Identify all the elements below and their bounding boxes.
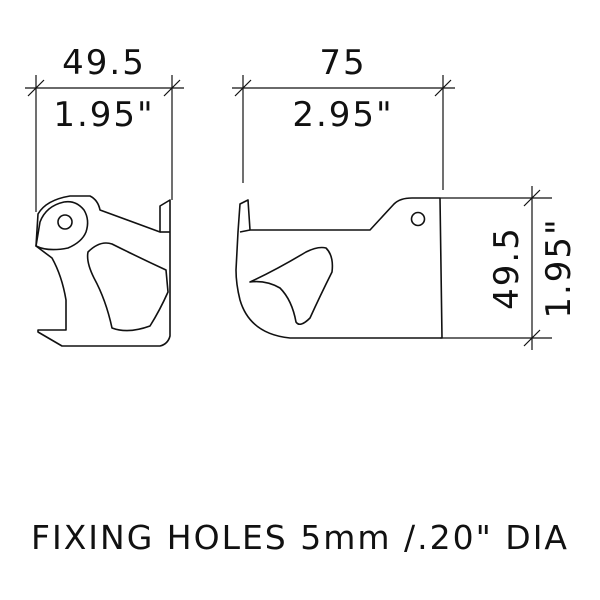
right-bracket-flange [239,229,251,233]
height-dimension-tick-a [523,189,541,207]
left-dimension-tick-a [27,79,45,97]
right-fixing-hole-icon [410,211,426,227]
left-width-mm-label: 49.5 [62,43,146,83]
left-bracket-view [35,195,171,347]
left-width-inch-label: 1.95" [53,95,154,135]
right-length-mm-label: 75 [319,43,366,83]
right-height-dimension: 49.5 1.95" [440,186,579,350]
right-bracket-cutout [249,246,334,326]
left-dimension-tick-b [163,79,181,97]
fixing-holes-caption: FIXING HOLES 5mm /.20" DIA [31,518,569,557]
left-bracket-outline [35,195,171,347]
right-dimension-tick-b [434,79,452,97]
left-bracket-cutout [86,242,169,332]
left-fixing-hole-icon [57,214,73,230]
right-bracket-view [235,197,443,339]
left-width-dimension: 49.5 1.95" [25,43,184,212]
left-bracket-ear [35,200,89,251]
right-dimension-tick-a [234,79,252,97]
height-mm-label: 49.5 [487,226,527,310]
right-bracket-outline [235,197,443,339]
right-length-dimension: 75 2.95" [232,43,455,190]
height-dimension-tick-b [523,329,541,347]
right-length-inch-label: 2.95" [292,95,393,135]
height-inch-label: 1.95" [539,217,579,318]
